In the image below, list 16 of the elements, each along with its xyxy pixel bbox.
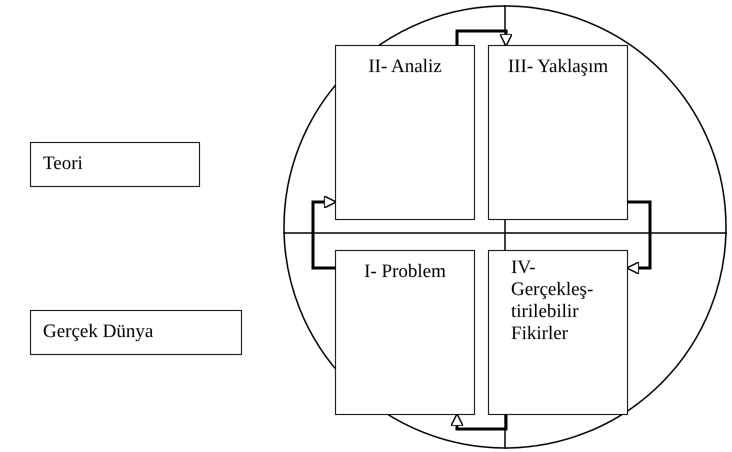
box-label: II- Analiz bbox=[367, 55, 443, 78]
arrow bbox=[626, 200, 652, 275]
text-box bbox=[335, 45, 475, 220]
box-label: I- Problem bbox=[363, 260, 447, 283]
text-box bbox=[488, 45, 628, 220]
arrow bbox=[312, 195, 337, 270]
box-label: III- Yaklaşım bbox=[506, 55, 610, 78]
text-box bbox=[335, 250, 475, 415]
box-label: IV- Gerçekleş- tirilebilir Fikirler bbox=[510, 256, 594, 345]
box-label: Gerçek Dünya bbox=[42, 320, 154, 344]
text-box bbox=[488, 250, 628, 415]
arrow bbox=[456, 30, 513, 47]
box-label: Teori bbox=[42, 152, 84, 176]
text-box bbox=[30, 142, 200, 187]
text-box bbox=[30, 310, 242, 355]
arrow bbox=[450, 413, 508, 430]
